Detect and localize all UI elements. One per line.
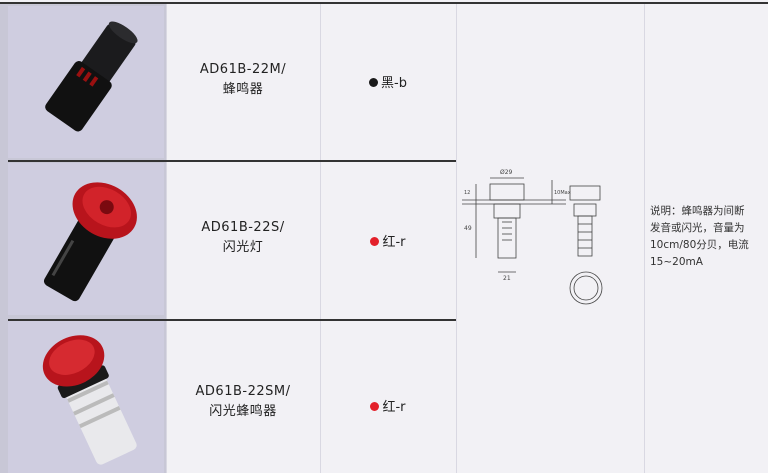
model-name-row-3: AD61B-22SM/ 闪光蜂鸣器 [166,382,320,422]
color-label: 红-r [382,400,406,415]
column-divider [644,4,645,473]
product-photo-flash-buzzer [8,321,164,473]
color-label: 黑-b [381,76,407,91]
model-description: 蜂鸣器 [222,82,264,97]
row-divider [8,319,456,321]
model-code: AD61B-22S/ [201,220,285,235]
row-divider [8,160,456,162]
note-line: 10cm/80分贝，电流 [650,239,749,251]
model-description: 闪光灯 [222,240,264,255]
dimension-drawing: Ø29 49 12 21 10Max [456,160,644,320]
dimension-panel: 10Max [554,190,571,196]
model-description: 闪光蜂鸣器 [209,404,277,419]
model-code: AD61B-22M/ [199,62,287,77]
note-line: 说明：蜂鸣器为间断 [650,205,745,217]
buzzer-image [45,21,138,132]
dimension-diameter: Ø29 [500,169,513,176]
column-divider [456,4,457,473]
note-line: 15~20mA [650,256,703,268]
model-name-row-2: AD61B-22S/ 闪光灯 [166,218,320,258]
column-divider [320,4,321,473]
top-rule [0,2,768,4]
column-divider [166,4,167,473]
color-dot [370,237,380,246]
dimension-top-gap: 12 [464,190,470,196]
flash-buzzer-image [42,335,137,465]
product-photo-flash-light [8,163,164,315]
dimension-height: 49 [464,225,472,232]
color-row-3: 红-r [320,396,456,415]
color-label: 红-r [382,235,406,250]
flash-light-image [43,182,137,302]
color-dot [370,402,380,411]
model-code: AD61B-22SM/ [195,384,291,399]
spec-note: 说明：蜂鸣器为间断 发音或闪光，音量为 10cm/80分贝，电流 15~20mA [650,203,764,271]
color-row-2: 红-r [320,231,456,250]
model-name-row-1: AD61B-22M/ 蜂鸣器 [166,60,320,100]
color-dot [369,78,379,87]
color-row-1: 黑-b [320,72,456,91]
product-photo-buzzer [8,6,164,158]
dimension-width: 21 [503,275,511,282]
note-line: 发音或闪光，音量为 [650,222,745,234]
